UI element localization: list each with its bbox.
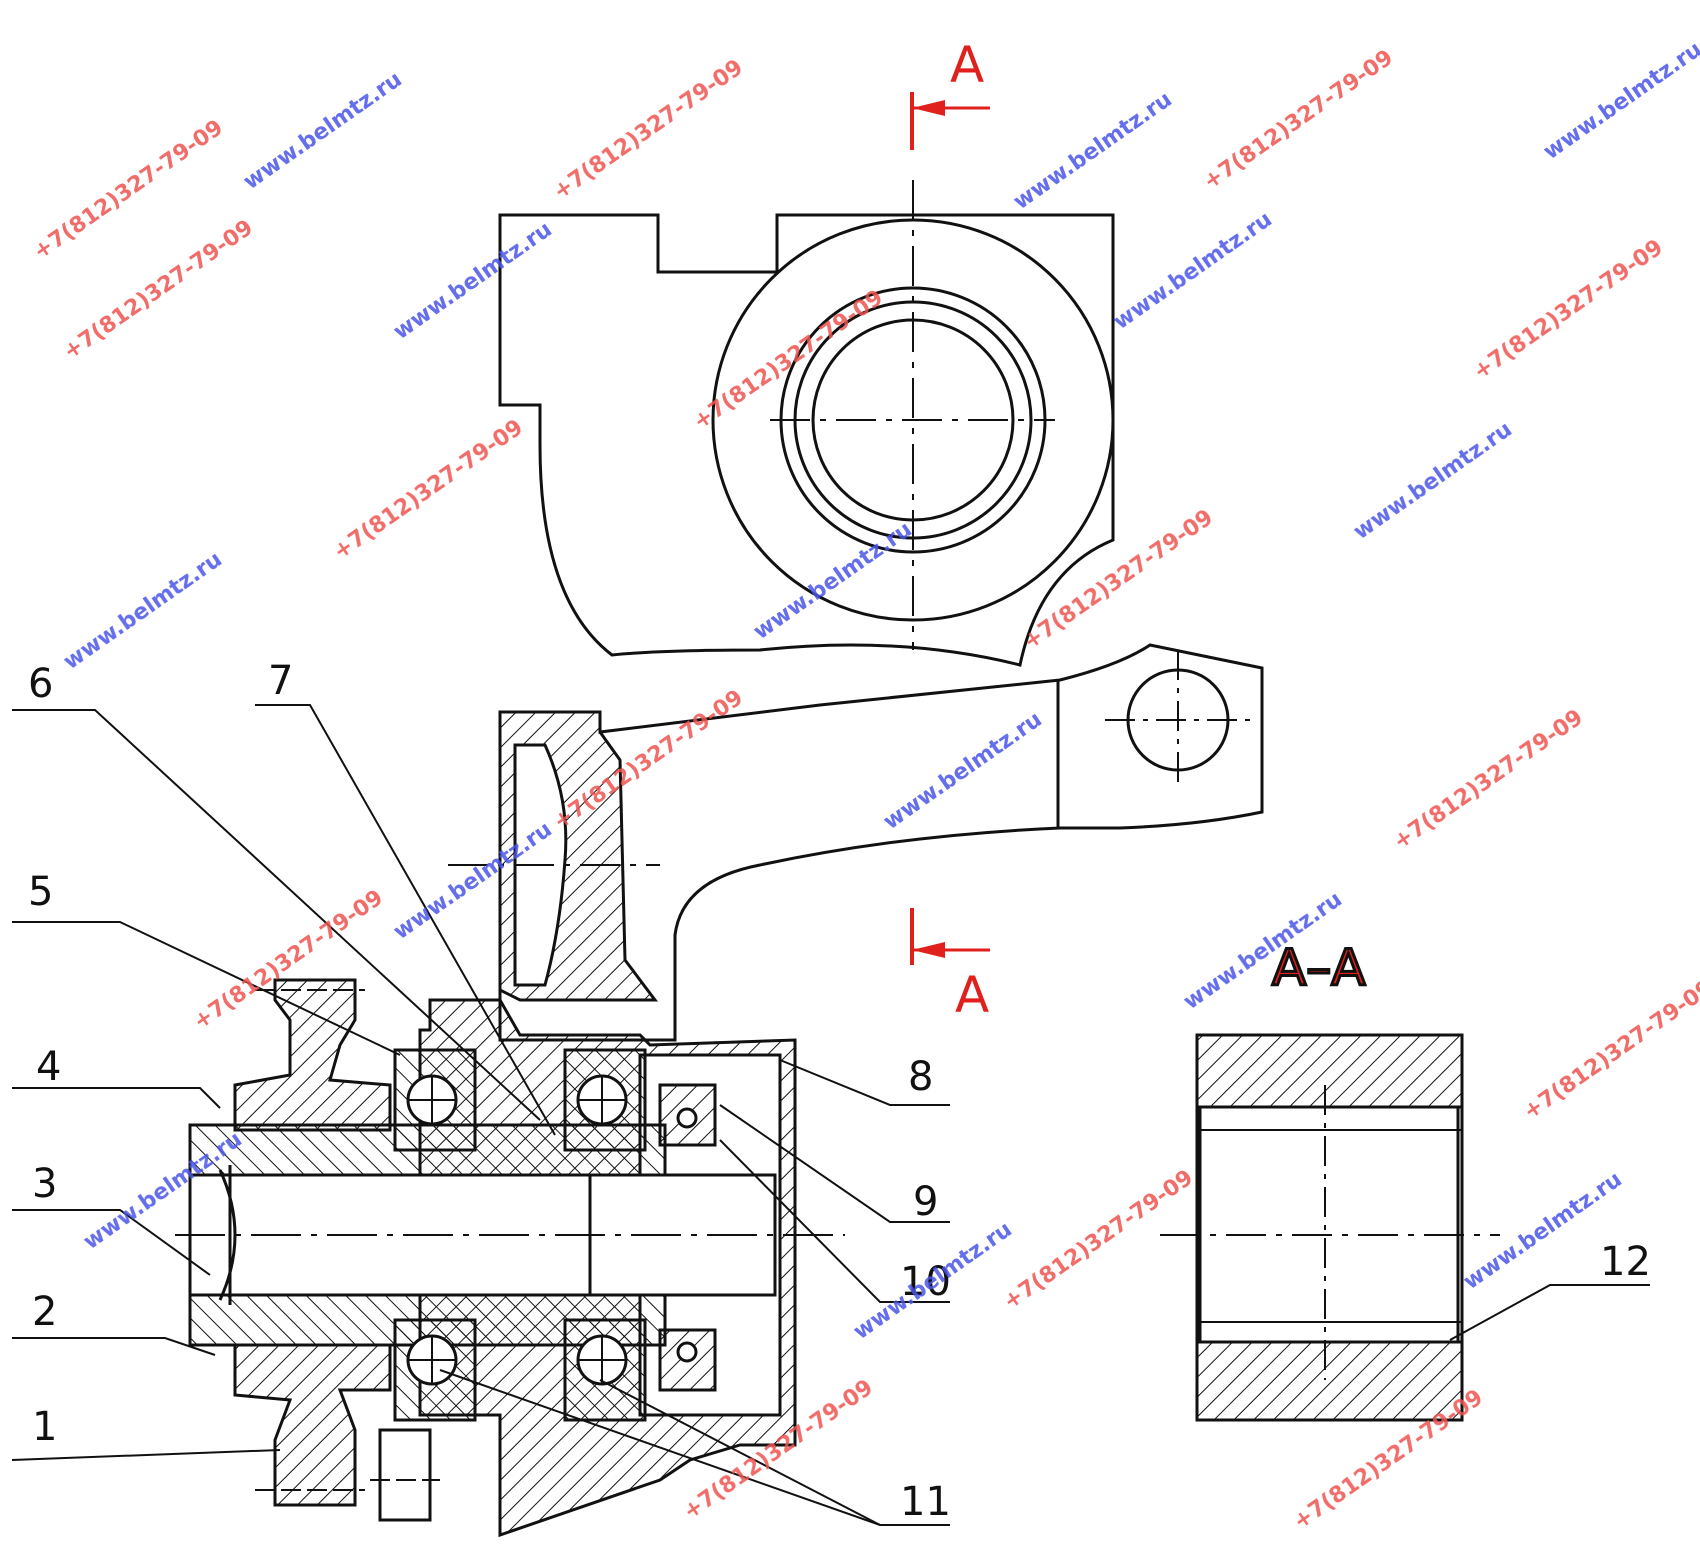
section-view-title: A–A	[1272, 939, 1365, 997]
watermark-phone: +7(812)327-79-09	[1519, 975, 1700, 1125]
callout-1: 1	[32, 1404, 57, 1450]
section-label-bottom: A	[955, 966, 989, 1024]
bearing-upper-right	[563, 1048, 647, 1152]
watermark-site: www.belmtz.ru	[879, 707, 1047, 835]
watermark-site: www.belmtz.ru	[749, 517, 917, 645]
watermark-site: www.belmtz.ru	[1349, 417, 1517, 545]
watermark-phone: +7(812)327-79-09	[329, 415, 528, 565]
bearing-lower-right	[563, 1318, 647, 1422]
watermark-site: www.belmtz.ru	[1109, 207, 1277, 335]
watermark-phone: +7(812)327-79-09	[999, 1165, 1198, 1315]
watermark-phone: +7(812)327-79-09	[549, 55, 748, 205]
watermark-site: www.belmtz.ru	[1009, 87, 1177, 215]
watermark-site: www.belmtz.ru	[239, 67, 407, 195]
section-label-top: A	[950, 36, 984, 94]
section-marker-top: A	[910, 36, 990, 150]
callout-5: 5	[28, 869, 53, 915]
lever-arm	[448, 643, 1264, 1042]
callout-numbers: 1 2 3 4 5 6 7 8 9 10 11 12	[28, 658, 1651, 1525]
watermark-phone: +7(812)327-79-09	[1019, 505, 1218, 655]
shaft-assembly	[175, 978, 845, 1538]
watermark-site: www.belmtz.ru	[389, 217, 557, 345]
callout-9: 9	[913, 1179, 938, 1225]
watermark-site: www.belmtz.ru	[1539, 37, 1700, 165]
callout-6: 6	[28, 661, 53, 707]
watermark-phone: +7(812)327-79-09	[1199, 45, 1398, 195]
watermark-phone: +7(812)327-79-09	[59, 215, 258, 365]
bearing-upper-left	[393, 1048, 477, 1152]
top-bracket-view	[498, 180, 1115, 667]
section-marker-bottom: A	[910, 908, 990, 1024]
callout-2: 2	[32, 1289, 57, 1335]
section-a-a-view: A–A	[1160, 938, 1500, 1422]
callout-3: 3	[32, 1161, 57, 1207]
callout-8: 8	[908, 1054, 933, 1100]
callout-7: 7	[268, 658, 293, 704]
watermark-phone: +7(812)327-79-09	[1389, 705, 1588, 855]
callout-11: 11	[900, 1479, 951, 1525]
watermark-phone: +7(812)327-79-09	[29, 115, 228, 265]
watermark-phone: +7(812)327-79-09	[689, 285, 888, 435]
watermark-phone: +7(812)327-79-09	[1469, 235, 1668, 385]
callout-12: 12	[1600, 1239, 1651, 1285]
bearing-lower-left	[393, 1318, 477, 1422]
leader-lines	[11, 704, 1650, 1526]
callout-4: 4	[36, 1044, 61, 1090]
watermark-site: www.belmtz.ru	[849, 1217, 1017, 1345]
callout-10: 10	[900, 1259, 951, 1305]
watermark-site: www.belmtz.ru	[59, 547, 227, 675]
